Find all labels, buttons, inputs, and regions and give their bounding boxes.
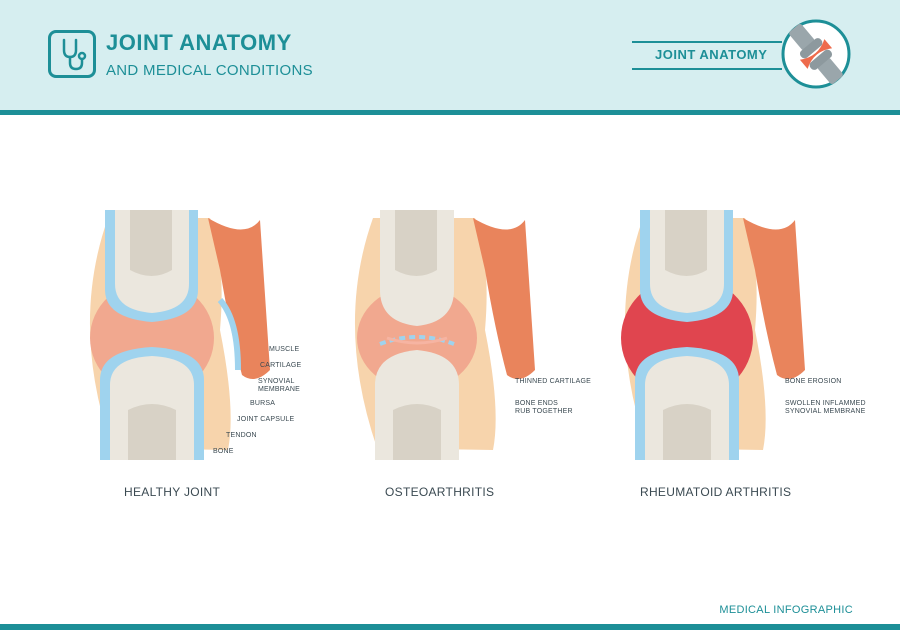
- header-divider: [0, 110, 900, 115]
- label-synovial-2: MEMBRANE: [258, 386, 301, 393]
- label-joint-capsule: JOINT CAPSULE: [237, 416, 295, 423]
- footer-divider: [0, 624, 900, 630]
- joint-icon: [781, 19, 851, 89]
- label-muscle: MUSCLE: [269, 346, 300, 353]
- header-line-top: [632, 41, 782, 43]
- healthy-joint-diagram: [89, 210, 270, 460]
- label-swollen-1: SWOLLEN INFLAMMED: [785, 400, 866, 407]
- osteoarthritis-diagram: [354, 210, 535, 460]
- label-synovial-1: SYNOVIAL: [258, 378, 295, 385]
- rheumatoid-arthritis-diagram: [621, 210, 805, 460]
- caption-rheumatoid-arthritis: RHEUMATOID ARTHRITIS: [640, 485, 792, 499]
- caption-osteoarthritis: OSTEOARTHRITIS: [385, 485, 495, 499]
- label-tendon: TENDON: [226, 432, 257, 439]
- footer-text: MEDICAL INFOGRAPHIC: [719, 604, 853, 616]
- label-bone-ends-2: RUB TOGETHER: [515, 408, 573, 415]
- label-bone: BONE: [213, 448, 234, 455]
- label-bursa: BURSA: [250, 400, 276, 407]
- logo-frame: [48, 30, 96, 78]
- label-swollen-2: SYNOVIAL MEMBRANE: [785, 408, 866, 415]
- caption-healthy-joint: HEALTHY JOINT: [124, 485, 221, 499]
- header-banner: [0, 0, 900, 110]
- header-right-label: JOINT ANATOMY: [655, 47, 768, 62]
- header-line-bottom: [632, 68, 782, 70]
- stethoscope-icon: [62, 38, 87, 71]
- label-cartilage: CARTILAGE: [260, 362, 302, 369]
- label-bone-erosion: BONE EROSION: [785, 378, 842, 385]
- page-subtitle: AND MEDICAL CONDITIONS: [106, 62, 313, 79]
- label-thinned-cartilage: THINNED CARTILAGE: [515, 378, 592, 385]
- page-title: JOINT ANATOMY: [106, 30, 292, 55]
- label-bone-ends-1: BONE ENDS: [515, 400, 559, 407]
